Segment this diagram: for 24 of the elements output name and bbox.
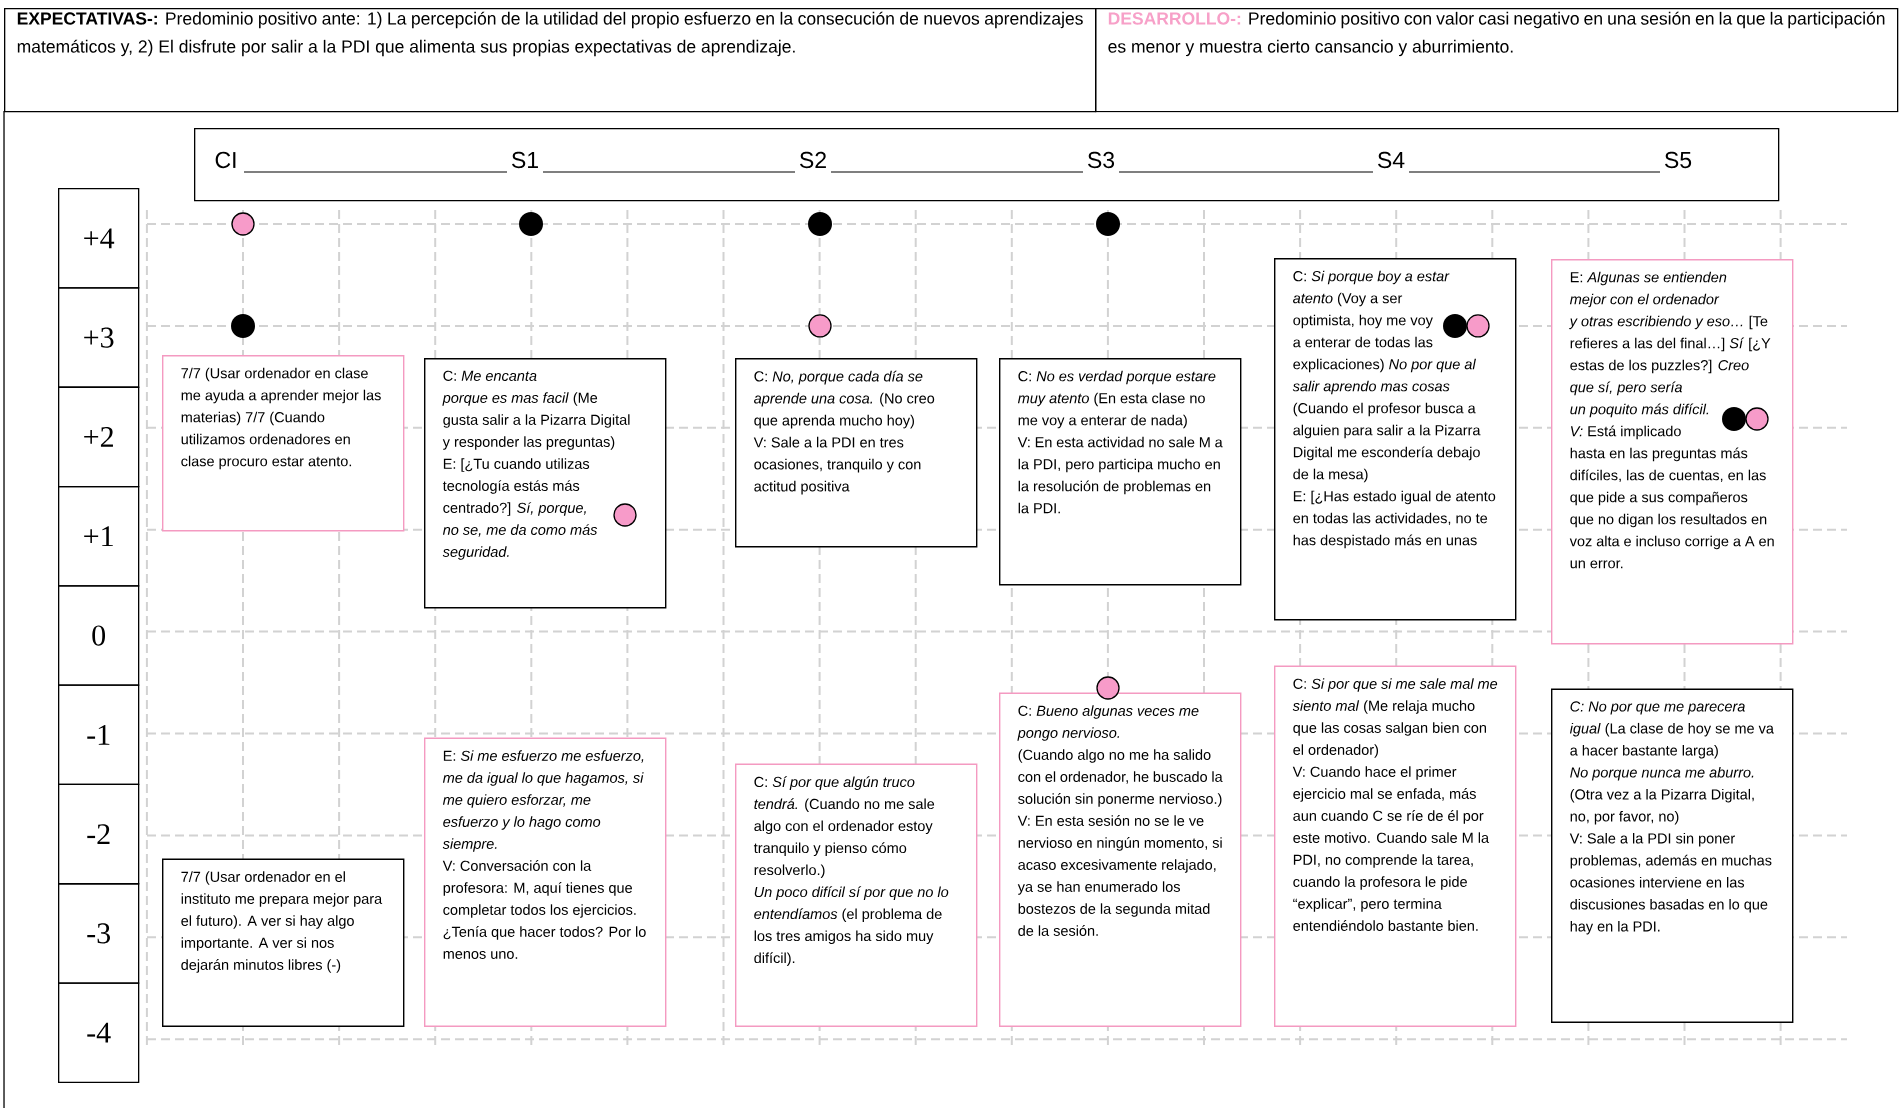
header-cell: EXPECTATIVAS-: Predominio positivo ante: 1) La percepción de la utilidad del propio esfuerzo en la consecución de nuevos aprendizajes matemáticos y, 2) El disfrute por salir a la PDI que alimenta sus propias expectativas de aprendizaje. (4, 8, 1097, 113)
comment-box: 7/7 (Usar ordenador en clase me ayuda a aprender mejor las materias) 7/7 (Cuando utilizamos ordenadores en clase procuro estar atento. (162, 355, 405, 532)
comment-box: 7/7 (Usar ordenador en el instituto me prepara mejor para el futuro). A ver si hay algo importante. A ver si nos dejarán minutos libres (-) (162, 858, 405, 1027)
scale-cell: +1 (58, 485, 140, 587)
header-cell: DESARROLLO-: Predominio positivo con valor casi negativo en una sesión en la que la participación es menor y muestra cierto cansancio y aburrimiento. (1095, 8, 1899, 113)
comment-box: C: Me encanta porque es mas facil (Me gusta salir a la Pizarra Digital y responder las preguntas) E: [¿Tu cuando utilizas tecnología estás más centrado?] Sí, porque, no se, me da como más seguridad. (424, 358, 667, 609)
scale-cell: -3 (58, 883, 140, 984)
comment-box: C: Sí por que algún truco tendrá. (Cuando no me sale algo con el ordenador estoy tranquilo y pienso cómo resolverlo.) Un poco difícil sí por que no lo entendíamos (el problema de los tres amigos ha sido muy difícil). (735, 763, 978, 1027)
scale-cell: -4 (58, 982, 140, 1083)
comment-box: C: Bueno algunas veces me pongo nervioso. (Cuando algo no me ha salido con el ordenador, he buscado la solución sin ponerme nervioso.) V: En esta sesión no se le ve nervioso en ningún momento, si acaso excesivamente relajado, ya se han enumerado los bostezos de la segunda mitad de la sesión. (999, 692, 1242, 1027)
scale-cell: -1 (58, 684, 140, 786)
comment-box: C: No, porque cada día se aprende una cosa. (No creo que aprenda mucho hoy) V: Sale a la PDI en tres ocasiones, tranquilo y con actitud positiva (735, 358, 978, 548)
scale-cell: +2 (58, 386, 140, 488)
scale-cell: -2 (58, 783, 140, 885)
comment-box: C: No por que me parecera igual (La clase de hoy se me va a hacer bastante larga) No porque nunca me aburro. (Otra vez a la Pizarra Digital, no, por favor, no) V: Sale a la PDI sin poner problemas, además en muchas ocasiones interviene en las discusiones basadas en lo que hay en la PDI. (1551, 688, 1794, 1023)
comment-box: E: Si me esfuerzo me esfuerzo, me da igual lo que hagamos, si me quiero esforzar, me esfuerzo y lo hago como siempre. V: Conversación con la profesora: M, aquí tienes que completar todos los ejercicios. ¿Tenía que hacer todos? Por lo menos uno. (424, 737, 667, 1027)
scale-cell: +3 (58, 287, 140, 388)
comment-box: C: No es verdad porque estare muy atento (En esta clase no me voy a enterar de nada) V: En esta actividad no sale M a la PDI, pero participa mucho en la resolución de problemas en la PDI. (999, 358, 1242, 586)
scale-cell: +4 (58, 188, 140, 289)
comment-box: E: Algunas se entienden mejor con el ordenador y otras escribiendo y eso… [Te refieres a las del final…] Sí [¿Y estas de los puzzles?] Creo que sí, pero sería un poquito más difícil. V: Está implicado hasta en las preguntas más difíciles, las de cuentas, en las que pide a sus compañeros que no digan los resultados en voz alta e incluso corrige a A en un error. (1551, 259, 1794, 645)
scale-cell: 0 (58, 585, 140, 686)
comment-box: C: Si porque boy a estar atento (Voy a ser optimista, hoy me voy a enterar de todas las explicaciones) No por que al salir aprendo mas cosas (Cuando el profesor busca a alguien para salir a la Pizarra Digital me escondería debajo de la mesa) E: [¿Has estado igual de atento en todas las actividades, no te has despistado más en unas (1274, 258, 1517, 621)
comment-box: C: Si por que si me sale mal me siento mal (Me relaja mucho que las cosas salgan bien con el ordenador) V: Cuando hace el primer ejercicio mal se enfada, más aun cuando C se ríe de él por este motivo. Cuando sale M la PDI, no comprende la tarea, cuando la profesora le pide “explicar”, pero termina entendiéndolo bastante bien. (1274, 665, 1517, 1027)
session-box: CI S1 S2 S3 S4 S5 (194, 128, 1780, 202)
